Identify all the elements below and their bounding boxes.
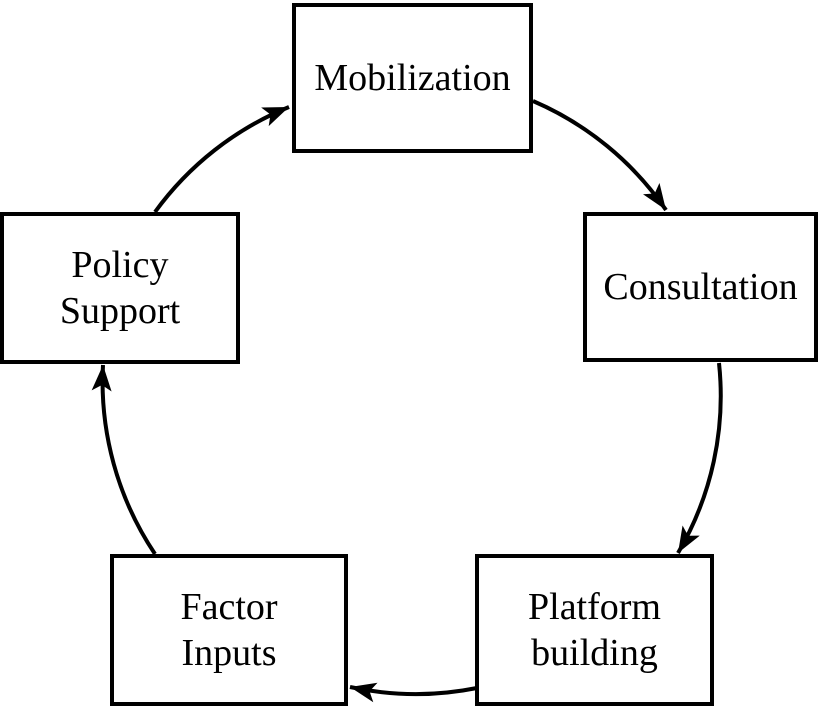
node-consultation: Consultation [583, 212, 818, 362]
node-factor-inputs: Factor Inputs [110, 554, 348, 706]
arrow-platform-building-to-factor-inputs-icon [349, 682, 478, 703]
node-policy-support-label: Policy Support [59, 243, 181, 332]
arrow-policy-support-to-mobilization-icon [153, 105, 290, 214]
arrow-consultation-to-platform-building-icon [676, 362, 723, 555]
node-consultation-label: Consultation [603, 265, 798, 308]
node-mobilization: Mobilization [292, 3, 533, 153]
node-platform-building: Platform building [475, 554, 714, 706]
node-policy-support: Policy Support [0, 212, 240, 364]
node-factor-inputs-label: Factor Inputs [180, 585, 278, 674]
node-platform-building-label: Platform building [528, 585, 661, 674]
node-mobilization-label: Mobilization [314, 56, 511, 99]
arrow-mobilization-to-consultation-icon [532, 99, 668, 212]
arrow-factor-inputs-to-policy-support-icon [91, 364, 157, 556]
